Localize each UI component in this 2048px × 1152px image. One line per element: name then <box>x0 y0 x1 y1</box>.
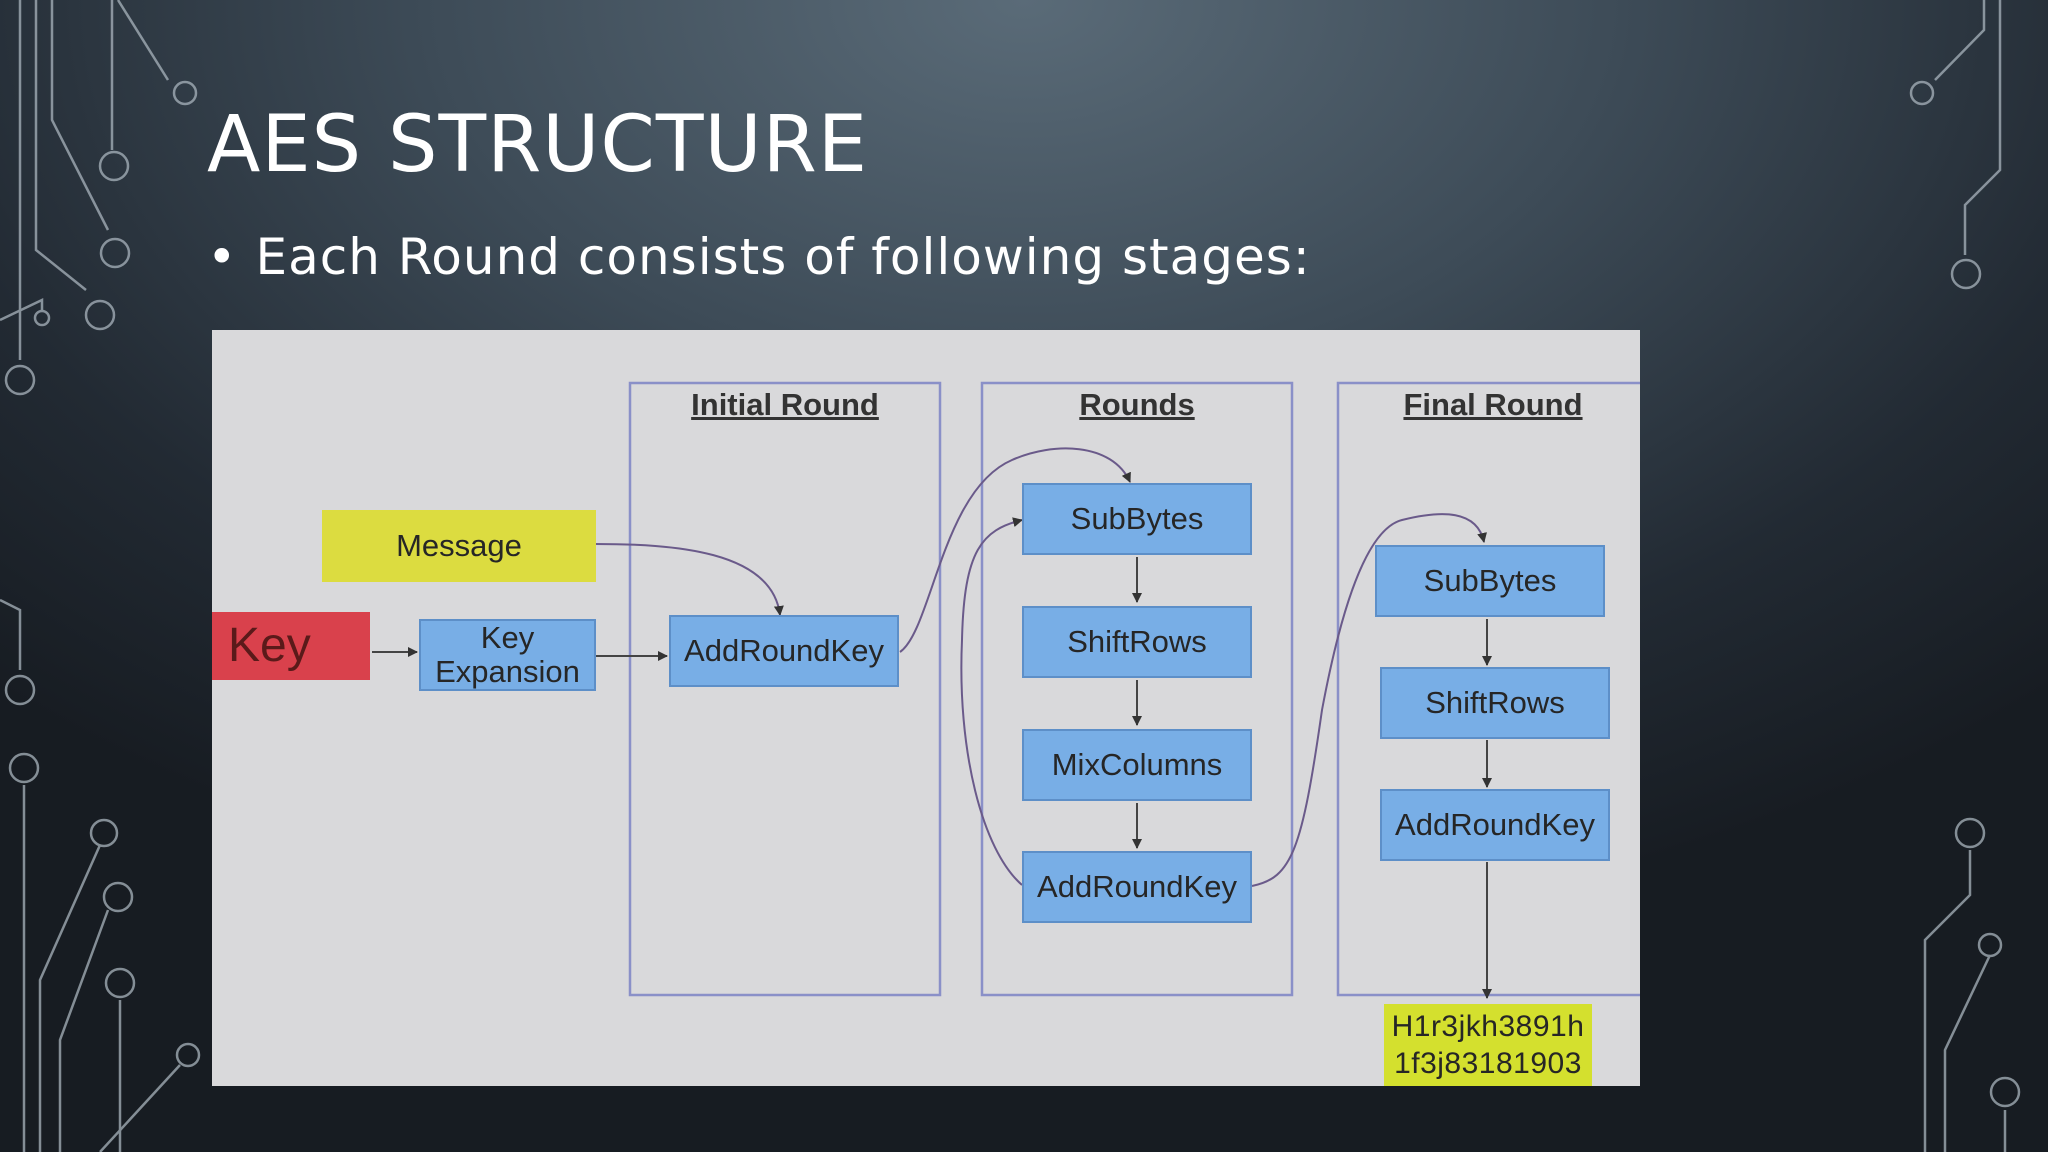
key-expansion-box: Key Expansion <box>419 619 596 691</box>
rounds-shiftrows-box: ShiftRows <box>1022 606 1252 678</box>
rounds-frame <box>980 381 1294 997</box>
aes-structure-diagram: Initial Round Rounds Final Round Message… <box>212 330 1640 1086</box>
key-expansion-line2: Expansion <box>435 654 580 689</box>
final-addroundkey-box: AddRoundKey <box>1380 789 1610 861</box>
section-label-initial-round: Initial Round <box>691 387 879 422</box>
rounds-mixcolumns-box: MixColumns <box>1022 729 1252 801</box>
arrow-rounds-to-final <box>1251 513 1487 887</box>
key-expansion-line1: Key <box>480 619 535 655</box>
slide-title: AES STRUCTURE <box>207 100 869 190</box>
ciphertext-line2: 1f3j83181903 <box>1394 1047 1582 1080</box>
ciphertext-output-box: H1r3jkh3891h 1f3j83181903 <box>1384 1004 1592 1086</box>
ciphertext-line1: H1r3jkh3891h <box>1391 1009 1585 1043</box>
message-box: Message <box>322 510 596 582</box>
arrow-rounds-loop <box>960 517 1023 886</box>
rounds-subbytes-box: SubBytes <box>1022 483 1252 555</box>
final-round-frame <box>1336 381 1640 997</box>
final-shiftrows-box: ShiftRows <box>1380 667 1610 739</box>
section-label-rounds: Rounds <box>1079 387 1195 422</box>
initial-addroundkey-box: AddRoundKey <box>669 615 899 687</box>
arrow-message-to-addroundkey <box>594 543 784 616</box>
bullet-text: Each Round consists of following stages: <box>255 228 1311 286</box>
key-box: Key <box>212 612 370 680</box>
initial-round-frame <box>628 381 942 997</box>
bullet-marker: • <box>207 228 238 286</box>
bullet-item: • Each Round consists of following stages… <box>207 228 1311 286</box>
rounds-addroundkey-box: AddRoundKey <box>1022 851 1252 923</box>
section-label-final-round: Final Round <box>1403 387 1583 422</box>
final-subbytes-box: SubBytes <box>1375 545 1605 617</box>
arrow-initial-to-rounds <box>899 447 1131 653</box>
diagram-connectors <box>372 381 1640 999</box>
